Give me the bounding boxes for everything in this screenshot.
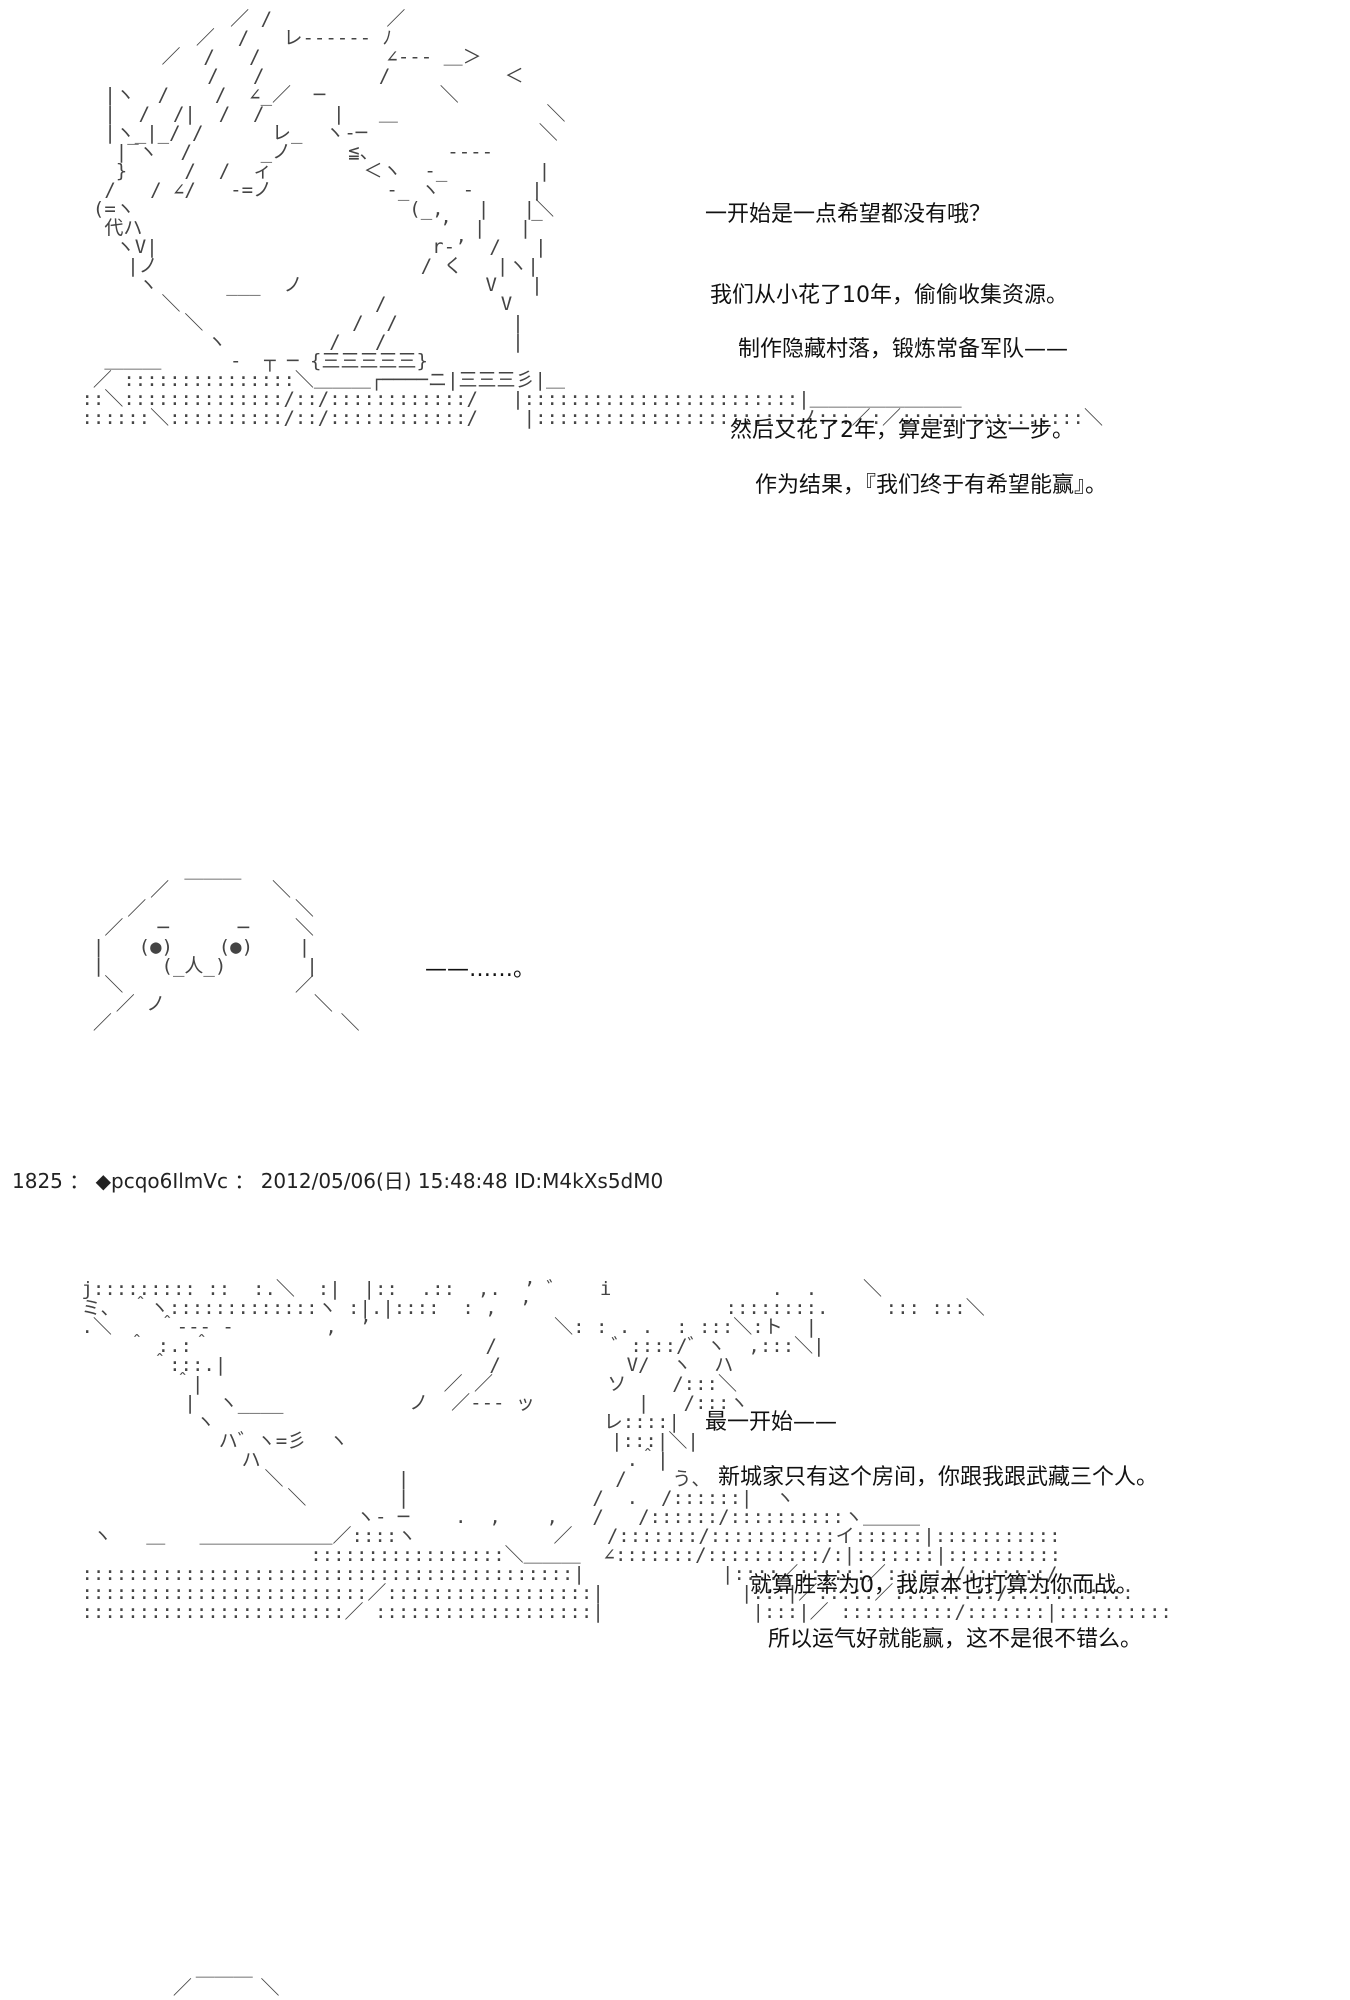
dialogue-line: 新城家只有这个房间，你跟我跟武藏三个人。 — [718, 1465, 1159, 1490]
dialogue-line: 我们从小花了10年，偷偷收集资源。 — [710, 283, 1068, 308]
dialogue-line: 作为结果，『我们终于有希望能赢』。 — [755, 473, 1108, 498]
post-number: 1825 — [12, 1169, 63, 1193]
ascii-art-character-2: ＿＿＿ ／ ＼ ／ ＼ ／ ─ ─ ＼ | (●) (●) | | (_人_) … — [92, 860, 360, 1034]
ascii-art-character-1: ／ / ／ ／ / レ‐‐‐‐‐‐ ﾉ ／ / / ∠‐‐‐ ＿＞ / / / … — [81, 8, 1103, 429]
post-separator: ： — [69, 1169, 90, 1193]
dialogue-line: 最一开始—— — [705, 1410, 838, 1435]
ascii-art-character-4: ＿＿＿ ／ ＼ — [172, 1958, 280, 1999]
ascii-art-character-3: j::::::::: :: :.＼ :| |:: .:: ,. ’ ゛ i . … — [81, 1278, 1172, 1623]
post-trip: ◆pcqo6IlmVc — [95, 1169, 228, 1193]
post-id: ID:M4kXs5dM0 — [514, 1169, 664, 1193]
post-header: 1825 ： ◆pcqo6IlmVc ： 2012/05/06(日) 15:48… — [12, 1169, 663, 1193]
post-separator: ： — [234, 1169, 255, 1193]
dialogue-line: 制作隐藏村落，锻炼常备军队—— — [738, 337, 1069, 362]
dialogue-line: 一开始是一点希望都没有哦？ — [705, 202, 992, 227]
dialogue-line: 就算胜率为0，我原本也打算为你而战。 — [750, 1573, 1138, 1598]
dialogue-line: 所以运气好就能赢，这不是很不错么。 — [768, 1627, 1143, 1652]
dialogue-line: 然后又花了2年，算是到了这一步。 — [730, 418, 1074, 443]
dialogue-line: ——……。 — [425, 957, 536, 982]
post-date: 2012/05/06(日) 15:48:48 — [260, 1169, 508, 1193]
